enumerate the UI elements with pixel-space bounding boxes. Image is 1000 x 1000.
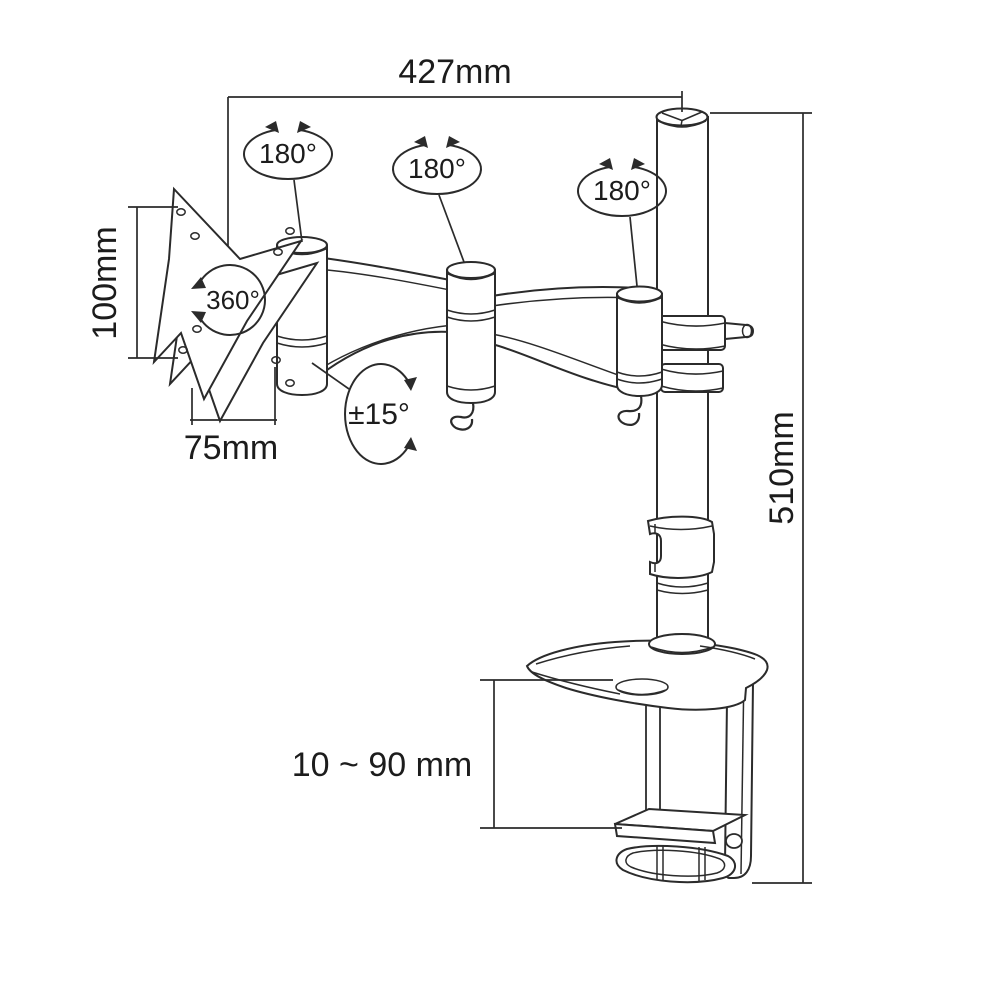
swivel-annotation-2: 180° [392,136,482,263]
joint-vesa-bands [276,335,328,348]
rotation-360-arrow-upper [191,277,206,289]
screw-hole [190,232,200,240]
tilt-arrow-bottom [404,437,417,451]
joint-middle-rim [447,273,495,281]
base-foot [525,633,769,711]
clamp-knob [725,833,743,849]
rotation-360-arc [198,264,267,336]
dim-vesa-height-label: 100mm [86,226,124,339]
dim-pole-height-label: 510mm [763,411,801,524]
tilt-arc [344,363,412,465]
cable-hook-front [450,402,475,431]
screw-hole [273,248,283,256]
dim-clamp-range-label: 10 ~ 90 mm [292,746,472,784]
dim-clamp-range: 10 ~ 90 mm [292,679,622,829]
joint-middle-cap [446,261,496,279]
cable-clip-outline [646,515,715,579]
tilt-annotation: ±15° [311,362,417,465]
screw-hole [285,227,295,235]
swivel-2-leader [438,194,465,263]
swivel-annotation-1: 180° [243,121,333,243]
swivel-2-arrow-right [446,136,460,148]
dim-pole-height-lines [710,112,812,884]
dim-vesa-height-lines [128,206,178,359]
dim-vesa-height: 100mm [86,206,178,359]
screw-hole [178,346,188,354]
base-socket [648,633,716,655]
clamp-screw-column [645,706,661,812]
joint-pole-band [616,371,663,384]
tilt-arrow-top [404,377,417,391]
cable-clip [646,515,715,579]
swivel-3-arrow-right [631,158,645,170]
swivel-3-label: 180° [593,175,651,206]
tilt-label: ±15° [348,398,410,431]
base-socket-rim [650,646,714,654]
screw-hole [285,379,295,387]
dim-clamp-range-lines [480,679,622,829]
collar-upper-curves [658,320,726,350]
tension-pin-cap [741,323,753,339]
swivel-1-arrow-left [265,121,279,133]
swivel-3-leader [629,216,638,287]
screw-hole [176,208,186,216]
dim-arm-span-label: 427mm [398,53,511,91]
rotation-360-annotation: 360° [191,264,267,336]
dim-vesa-width: 75mm [184,367,278,467]
swivel-2-arc [392,143,482,196]
swivel-1-leader [293,179,303,243]
pole-cap-facets [661,110,704,127]
swivel-annotation-3: 180° [577,158,667,287]
dim-vesa-width-lines [190,367,277,425]
screw-hole [271,356,281,364]
clamp-lever-struts [656,845,706,881]
collar-lower-curves [660,368,724,392]
swivel-2-arrow-left [414,136,428,148]
joint-pole [616,285,663,426]
collar-upper [658,315,726,351]
joint-middle-body [446,269,496,405]
clamp-pad-front [613,822,717,845]
dim-pole-height: 510mm [710,112,812,884]
clamp-lever-inner [625,849,726,877]
pole-rings [656,582,709,595]
vesa-plate-front-outline [152,186,304,402]
swivel-2-label: 180° [408,153,466,184]
screw-hole [192,325,202,333]
joint-middle-bands [446,309,496,391]
dim-vesa-width-label: 75mm [184,429,278,467]
vesa-plate-front [152,186,304,402]
joint-pole-rim [617,297,662,304]
base-foot-outline [525,639,769,711]
dim-arm-span: 427mm [227,53,683,246]
rotation-360-arrow-lower [191,311,206,323]
swivel-1-label: 180° [259,138,317,169]
cable-hook-rear [617,395,643,426]
joint-pole-cap [616,285,663,303]
base-slot-shadow [617,689,667,696]
joint-pole-body [616,293,663,398]
swivel-3-arc [577,165,667,218]
swivel-1-arc [243,128,333,181]
base-foot-ridges [531,645,756,695]
rotation-360-label: 360° [206,285,260,315]
swivel-1-arrow-right [297,121,311,133]
tilt-leader [311,362,350,390]
joint-middle [446,261,496,431]
swivel-3-arrow-left [599,158,613,170]
dim-arm-span-lines [227,91,683,246]
pole-cap-rim [657,120,707,128]
vesa-screw-holes [176,208,295,387]
